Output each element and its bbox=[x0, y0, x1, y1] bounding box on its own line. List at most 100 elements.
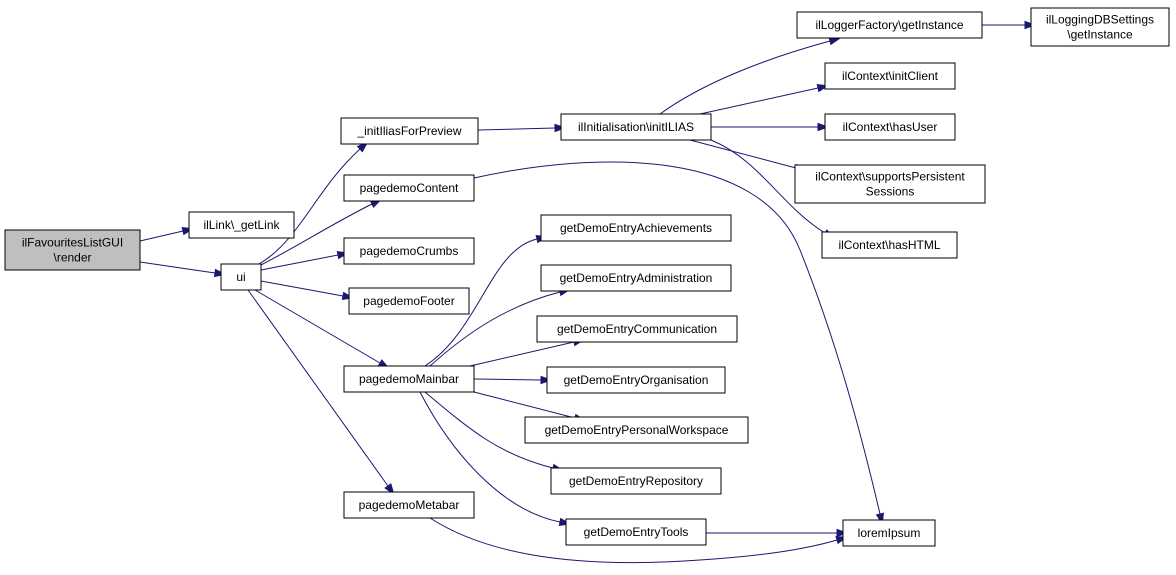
node-label: pagedemoContent bbox=[360, 181, 459, 195]
node-label: ilContext\hasUser bbox=[843, 120, 938, 134]
edge-pd-mainbar-to-entry-organisation bbox=[473, 375, 553, 385]
edge-line bbox=[258, 148, 361, 265]
node-label: getDemoEntryAdministration bbox=[560, 271, 713, 285]
edge-root-to-ui bbox=[139, 261, 227, 278]
node-box bbox=[821, 231, 958, 259]
node-label: ilContext\supportsPersistent bbox=[815, 170, 965, 184]
edge-line bbox=[477, 127, 556, 131]
node-box bbox=[565, 518, 707, 546]
node-box bbox=[188, 211, 295, 239]
node-ctx-initclient[interactable]: ilContext\initClient bbox=[824, 62, 956, 90]
node-ui[interactable]: ui bbox=[220, 263, 262, 291]
node-logging-db[interactable]: ilLoggingDBSettings\getInstance bbox=[1030, 7, 1170, 47]
edge-entry-tools-to-lorem bbox=[706, 528, 849, 538]
node-pd-content[interactable]: pagedemoContent bbox=[343, 174, 475, 202]
node-label: \render bbox=[53, 251, 91, 265]
node-box bbox=[4, 229, 141, 271]
node-ctx-hashtml[interactable]: ilContext\hasHTML bbox=[821, 231, 958, 259]
node-box bbox=[348, 287, 470, 315]
edge-line bbox=[254, 289, 381, 364]
node-ctx-hasuser[interactable]: ilContext\hasUser bbox=[824, 113, 956, 141]
node-box bbox=[220, 263, 262, 291]
node-root: ilFavouritesListGUI\render bbox=[4, 229, 141, 271]
node-box bbox=[540, 214, 732, 242]
node-box bbox=[1030, 7, 1170, 47]
edge-line bbox=[469, 341, 575, 367]
node-label: pagedemoMetabar bbox=[359, 498, 460, 512]
edge-arrowhead bbox=[817, 122, 830, 132]
node-box bbox=[343, 365, 475, 393]
edge-init-ilias-to-ctx-initclient bbox=[699, 84, 830, 115]
edge-line bbox=[419, 391, 561, 523]
node-label: loremIpsum bbox=[858, 526, 921, 540]
node-pd-footer[interactable]: pagedemoFooter bbox=[348, 287, 470, 315]
node-label: ilLoggingDBSettings bbox=[1046, 13, 1154, 27]
node-label: getDemoEntryOrganisation bbox=[564, 373, 709, 387]
edge-line bbox=[659, 40, 831, 115]
edge-arrowhead bbox=[828, 37, 842, 46]
edge-line bbox=[260, 254, 339, 271]
node-label: pagedemoCrumbs bbox=[360, 244, 459, 258]
node-box bbox=[524, 416, 749, 444]
edge-line bbox=[473, 161, 881, 515]
node-label: ilContext\initClient bbox=[842, 69, 939, 83]
node-entry-achievements[interactable]: getDemoEntryAchievements bbox=[540, 214, 732, 242]
node-entry-tools[interactable]: getDemoEntryTools bbox=[565, 518, 707, 546]
edge-ui-to-pd-footer bbox=[260, 280, 355, 301]
edge-line bbox=[473, 378, 542, 381]
node-label: ilFavouritesListGUI bbox=[22, 236, 123, 250]
edge-line bbox=[424, 391, 554, 469]
node-box bbox=[540, 264, 732, 292]
edge-line bbox=[429, 291, 561, 367]
node-logger-factory[interactable]: ilLoggerFactory\getInstance bbox=[796, 11, 983, 39]
node-entry-communication[interactable]: getDemoEntryCommunication bbox=[536, 315, 738, 343]
node-entry-workspace[interactable]: getDemoEntryPersonalWorkspace bbox=[524, 416, 749, 444]
edge-line bbox=[139, 261, 216, 274]
node-label: ui bbox=[236, 270, 245, 284]
node-label: ilInitialisation\initILIAS bbox=[578, 120, 694, 134]
node-entry-organisation[interactable]: getDemoEntryOrganisation bbox=[546, 366, 726, 394]
node-box bbox=[340, 117, 479, 145]
node-pd-mainbar[interactable]: pagedemoMainbar bbox=[343, 365, 475, 393]
edge-line bbox=[710, 139, 826, 234]
node-box bbox=[536, 315, 738, 343]
node-box bbox=[546, 366, 726, 394]
node-box bbox=[550, 467, 722, 495]
node-entry-repository[interactable]: getDemoEntryRepository bbox=[550, 467, 722, 495]
edge-arrowhead bbox=[540, 375, 553, 385]
node-label: \getInstance bbox=[1067, 28, 1133, 42]
node-label: getDemoEntryAchievements bbox=[560, 221, 712, 235]
edge-arrowhead bbox=[836, 528, 849, 538]
node-box bbox=[824, 62, 956, 90]
node-entry-administration[interactable]: getDemoEntryAdministration bbox=[540, 264, 732, 292]
edge-line bbox=[424, 238, 538, 367]
node-pd-metabar[interactable]: pagedemoMetabar bbox=[343, 491, 475, 519]
node-pd-crumbs[interactable]: pagedemoCrumbs bbox=[343, 237, 475, 265]
node-box bbox=[343, 491, 475, 519]
node-label: ilContext\hasHTML bbox=[838, 238, 940, 252]
edge-arrowhead bbox=[1024, 20, 1037, 30]
node-label: Sessions bbox=[866, 185, 915, 199]
node-label: ilLoggerFactory\getInstance bbox=[815, 18, 963, 32]
node-label: pagedemoFooter bbox=[363, 294, 454, 308]
node-box bbox=[824, 113, 956, 141]
node-lorem[interactable]: loremIpsum bbox=[842, 519, 936, 547]
edge-pd-mainbar-to-entry-communication bbox=[469, 338, 586, 367]
node-init-ilias[interactable]: ilInitialisation\initILIAS bbox=[560, 113, 712, 141]
node-label: getDemoEntryPersonalWorkspace bbox=[545, 423, 729, 437]
edge-line bbox=[139, 230, 184, 242]
edge-line bbox=[689, 139, 797, 169]
node-initilias-preview[interactable]: _initIliasForPreview bbox=[340, 117, 479, 145]
edge-ui-to-pd-crumbs bbox=[260, 250, 350, 271]
node-label: getDemoEntryRepository bbox=[569, 474, 703, 488]
edge-line bbox=[260, 280, 344, 297]
nodes-layer: ilFavouritesListGUI\render ilLink\_getLin… bbox=[4, 7, 1170, 547]
edge-arrowhead bbox=[554, 123, 567, 133]
node-box bbox=[796, 11, 983, 39]
edge-init-ilias-to-ctx-persistent bbox=[689, 139, 808, 172]
node-box bbox=[343, 174, 475, 202]
edge-pd-content-to-lorem bbox=[473, 161, 884, 526]
node-getlink[interactable]: ilLink\_getLink bbox=[188, 211, 295, 239]
